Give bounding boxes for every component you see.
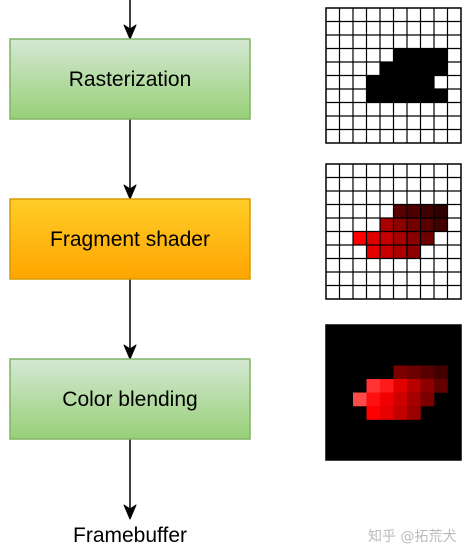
- pixel-cell: [407, 231, 421, 246]
- pixel-cell: [380, 62, 394, 76]
- pixel-cell: [420, 48, 435, 63]
- pixel-cell: [393, 365, 408, 380]
- framebuffer-label: Framebuffer: [73, 524, 187, 547]
- rasterized-pixel-grid: [325, 7, 462, 144]
- pixel-cell: [420, 89, 435, 103]
- pixel-cell: [420, 75, 435, 90]
- pixel-cell: [380, 231, 394, 246]
- pixel-cell: [393, 75, 408, 90]
- watermark: 知乎 @拓荒犬: [368, 529, 457, 545]
- stage-box-shape: [9, 358, 251, 440]
- arrow: [123, 439, 137, 520]
- pixel-cell: [420, 392, 435, 407]
- pixel-cell: [434, 204, 448, 219]
- pixel-cell: [407, 218, 421, 232]
- pixel-cell: [353, 231, 367, 246]
- pixel-cell: [407, 365, 421, 380]
- pixel-cell: [420, 62, 435, 76]
- flow-arrows: [123, 0, 137, 520]
- stage-label: Fragment shader: [50, 228, 210, 251]
- pixel-cell: [393, 392, 408, 407]
- pixel-cell: [420, 218, 435, 232]
- pixel-cell: [434, 379, 448, 393]
- pixel-cell: [380, 245, 394, 259]
- pixel-cell: [434, 48, 448, 63]
- pixel-cell: [407, 406, 421, 420]
- arrow-head: [123, 504, 137, 520]
- pixel-cell: [434, 62, 448, 76]
- pixel-cell: [407, 62, 421, 76]
- pixel-cell: [366, 379, 381, 393]
- pixel-cell: [420, 204, 435, 219]
- pixel-cell: [366, 89, 381, 103]
- stage-label: Rasterization: [69, 68, 192, 91]
- pixel-cell: [420, 365, 435, 380]
- arrow: [123, 119, 137, 200]
- stage-box-shape: [9, 198, 251, 280]
- rasterization-box: Rasterization: [9, 38, 251, 120]
- arrow-head: [123, 24, 137, 40]
- pixel-cell: [407, 204, 421, 219]
- pixel-cell: [380, 379, 394, 393]
- pixel-cell: [407, 392, 421, 407]
- pixel-cell: [353, 392, 367, 407]
- pixel-cell: [366, 231, 381, 246]
- pixel-cell: [380, 218, 394, 232]
- pixel-cell: [380, 75, 394, 90]
- blended-pixel-grid: [325, 324, 462, 461]
- arrow: [123, 0, 137, 40]
- pixel-cell: [366, 392, 381, 407]
- pixel-cell: [393, 218, 408, 232]
- pixel-cell: [434, 89, 448, 103]
- pixel-cell: [380, 89, 394, 103]
- pixel-cell: [407, 379, 421, 393]
- pixel-cell: [407, 48, 421, 63]
- stage-label: Color blending: [62, 388, 197, 411]
- color-blending-box: Color blending: [9, 358, 251, 440]
- pixel-cell: [393, 245, 408, 259]
- pixel-cell: [380, 392, 394, 407]
- pixel-cell: [366, 245, 381, 259]
- pixel-cell: [393, 89, 408, 103]
- pixel-cell: [393, 231, 408, 246]
- arrow-head: [123, 184, 137, 200]
- pixel-cell: [393, 406, 408, 420]
- pixel-cell: [420, 379, 435, 393]
- pixel-cell: [366, 406, 381, 420]
- pixel-cell: [420, 231, 435, 246]
- shaded-pixel-grid: [325, 163, 462, 300]
- arrow-head: [123, 344, 137, 360]
- pixel-cell: [393, 62, 408, 76]
- arrow: [123, 279, 137, 360]
- pixel-cell: [407, 245, 421, 259]
- pixel-cell: [434, 218, 448, 232]
- pixel-cell: [393, 379, 408, 393]
- pixel-cell: [434, 365, 448, 380]
- pixel-cell: [407, 75, 421, 90]
- stage-box-shape: [9, 38, 251, 120]
- pixel-cell: [393, 48, 408, 63]
- fragment-shader-box: Fragment shader: [9, 198, 251, 280]
- pixel-cell: [366, 75, 381, 90]
- pixel-cell: [393, 204, 408, 219]
- pixel-cell: [407, 89, 421, 103]
- pixel-cell: [380, 406, 394, 420]
